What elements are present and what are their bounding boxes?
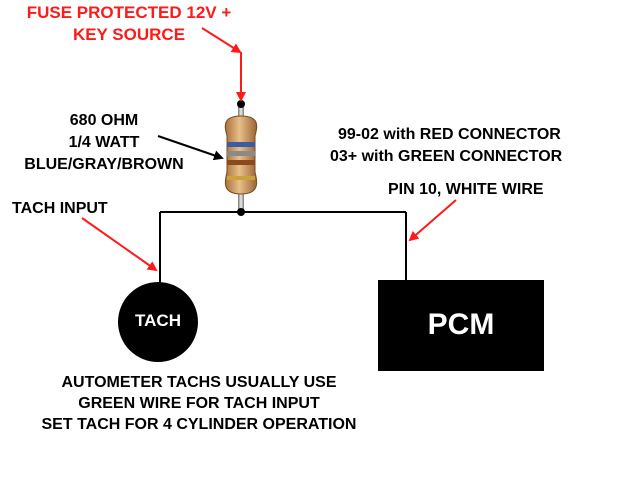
resistor-label: 680 OHM 1/4 WATT BLUE/GRAY/BROWN (4, 110, 204, 176)
notes: AUTOMETER TACHS USUALLY USE GREEN WIRE F… (0, 372, 398, 435)
arrow-pin-10 (408, 199, 457, 242)
resistor-lead-top (238, 104, 244, 122)
band-gold (227, 176, 255, 180)
pin-label: PIN 10, WHITE WIRE (388, 181, 544, 198)
tach-input-label: TACH INPUT (12, 200, 108, 217)
resistor-lead-bottom (238, 190, 244, 210)
junction-dot-top (237, 100, 245, 108)
arrow-resistor (157, 135, 224, 161)
resistor (224, 104, 258, 210)
pcm-module (378, 280, 544, 371)
tach-gauge (118, 282, 198, 362)
fuse-source-line-2: KEY SOURCE (72, 25, 186, 44)
fuse-source-line-1: FUSE PROTECTED 12V + (26, 3, 232, 22)
connector-label: 99-02 with RED CONNECTOR 03+ with GREEN … (322, 124, 640, 168)
note-line-3: SET TACH FOR 4 CYLINDER OPERATION (41, 416, 357, 433)
connector-line-2: 03+ with GREEN CONNECTOR (330, 148, 563, 165)
note-line-2: GREEN WIRE FOR TACH INPUT (78, 395, 320, 412)
arrow-tach-input (81, 217, 158, 272)
resistor-label-line-2: 1/4 WATT (68, 134, 140, 151)
fuse-source-label: FUSE PROTECTED 12V + KEY SOURCE (0, 2, 258, 46)
band-gray (227, 151, 255, 156)
tach-label: TACH (135, 311, 181, 330)
arrow-fuse-source (201, 27, 242, 54)
junction-dot-bottom (237, 208, 245, 216)
connector-line-1: 99-02 with RED CONNECTOR (338, 126, 561, 143)
band-brown (227, 160, 255, 165)
resistor-label-line-3: BLUE/GRAY/BROWN (24, 156, 184, 173)
resistor-label-line-1: 680 OHM (69, 112, 139, 129)
note-line-1: AUTOMETER TACHS USUALLY USE (61, 374, 337, 391)
band-blue (227, 142, 255, 147)
pcm-label: PCM (427, 308, 495, 341)
